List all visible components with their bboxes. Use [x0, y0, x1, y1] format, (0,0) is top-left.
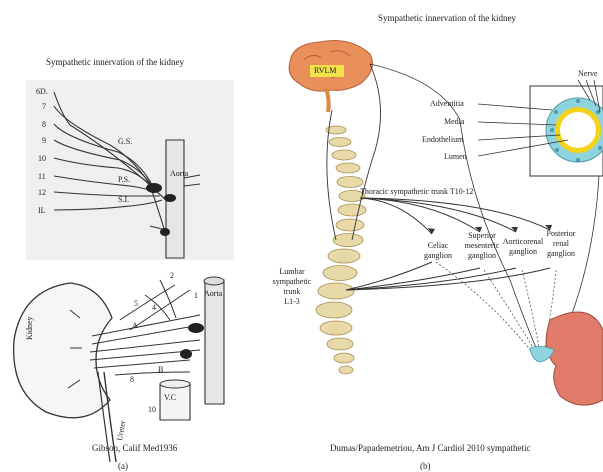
label-si: S.I. — [118, 196, 129, 204]
lumbar-line-3: trunk — [264, 288, 320, 296]
lumbar-line-2: sympathetic — [264, 278, 320, 286]
level-12: 12 — [38, 189, 46, 197]
vessel-label-endothelium: Endothelium — [422, 136, 463, 144]
rvlm-label: RVLM — [314, 67, 336, 75]
label-n8: 8 — [130, 376, 134, 384]
label-aorta-lower: Aorta — [204, 290, 222, 298]
panel-a-drawing — [0, 0, 260, 472]
label-vc: V.C — [164, 394, 176, 402]
label-aorta-upper: Aorta — [170, 170, 188, 178]
panel-a-caption: Gibson, Calif Med1936 — [92, 444, 177, 453]
label-n2: 2 — [170, 272, 174, 280]
panel-a: Sympathetic innervation of the kidney — [0, 0, 260, 472]
level-9: 9 — [42, 137, 46, 145]
label-a: A — [132, 322, 138, 330]
lumbar-line-4: L1-3 — [264, 298, 320, 306]
ganglion-celiac-line-2: ganglion — [420, 252, 456, 260]
label-n4: 4 — [152, 304, 156, 312]
ganglion-pr-line-3: ganglion — [540, 250, 582, 258]
ganglion-celiac: Celiac ganglion — [420, 242, 456, 260]
level-10: 10 — [38, 155, 46, 163]
label-n10: 10 — [148, 406, 156, 414]
label-kidney: Kidney — [26, 316, 34, 340]
label-ps: P.S. — [118, 176, 130, 184]
lumbar-line-1: Lumbar — [264, 268, 320, 276]
nerve-label: Nerve — [578, 70, 598, 78]
lumbar-trunk-label: Lumbar sympathetic trunk L1-3 — [264, 268, 320, 306]
vessel-label-media: Media — [444, 118, 464, 126]
label-n5: 5 — [134, 300, 138, 308]
level-11: 11 — [38, 173, 46, 181]
ganglion-pr-line-1: Posterior — [540, 230, 582, 238]
level-il: IL — [38, 207, 46, 215]
label-n1: 1 — [194, 292, 198, 300]
level-6d: 6D. — [36, 88, 48, 96]
panel-b-caption: Dumas/Papademetriou, Am J Cardiol 2010 s… — [330, 444, 530, 453]
label-b: B — [158, 366, 163, 374]
vessel-label-adventitia: Adventitia — [430, 100, 464, 108]
ganglion-posterior-renal: Posterior renal ganglion — [540, 230, 582, 258]
panel-b-label: (b) — [420, 462, 431, 471]
level-7: 7 — [42, 103, 46, 111]
ganglion-celiac-line-1: Celiac — [420, 242, 456, 250]
panel-a-label: (a) — [118, 462, 128, 471]
level-8: 8 — [42, 121, 46, 129]
label-gs: G.S. — [118, 138, 132, 146]
vessel-label-lumen: Lumen — [444, 153, 467, 161]
ganglion-pr-line-2: renal — [540, 240, 582, 248]
thoracic-trunk-label: Thoracic sympathetic trunk T10-12 — [360, 188, 473, 196]
panel-b: Sympathetic innervation of the kidney — [260, 0, 603, 472]
